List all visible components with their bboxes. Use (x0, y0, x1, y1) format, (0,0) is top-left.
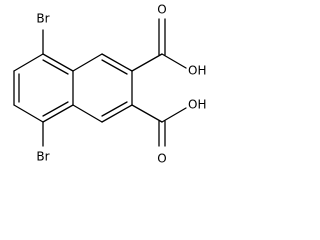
bond-c6-cooh-carbon (131, 104, 163, 123)
bond-c6-c5 (101, 104, 133, 123)
bond-c8a-c1-inner (42, 59, 69, 75)
bond-c1-c2 (13, 53, 44, 72)
bond-lower-c-oh (161, 107, 187, 123)
oxygen-lower-label: O (157, 152, 166, 166)
oxygen-upper-label: O (157, 3, 166, 17)
bond-c8-c7 (101, 53, 133, 72)
bond-c5-c4a (72, 104, 103, 123)
molecule-structure-diagram: Br Br O OH O OH (13, 3, 206, 166)
bond-c8-c7-inner (101, 59, 128, 75)
bond-c4-c4a (42, 104, 74, 123)
hydroxyl-upper-label: OH (188, 64, 206, 78)
bond-c4-c4a-inner (42, 101, 69, 117)
bromine-bottom-label: Br (36, 150, 49, 164)
bond-c8a-c1 (42, 53, 74, 72)
bond-upper-c-oh (161, 53, 187, 69)
hydroxyl-lower-label: OH (188, 98, 206, 112)
bond-c8a-c8 (72, 53, 103, 72)
bond-c6-c5-inner (101, 101, 128, 117)
bond-c7-cooh-carbon (131, 53, 163, 72)
bromine-top-label: Br (36, 12, 49, 26)
bond-c3-c4 (13, 104, 44, 123)
